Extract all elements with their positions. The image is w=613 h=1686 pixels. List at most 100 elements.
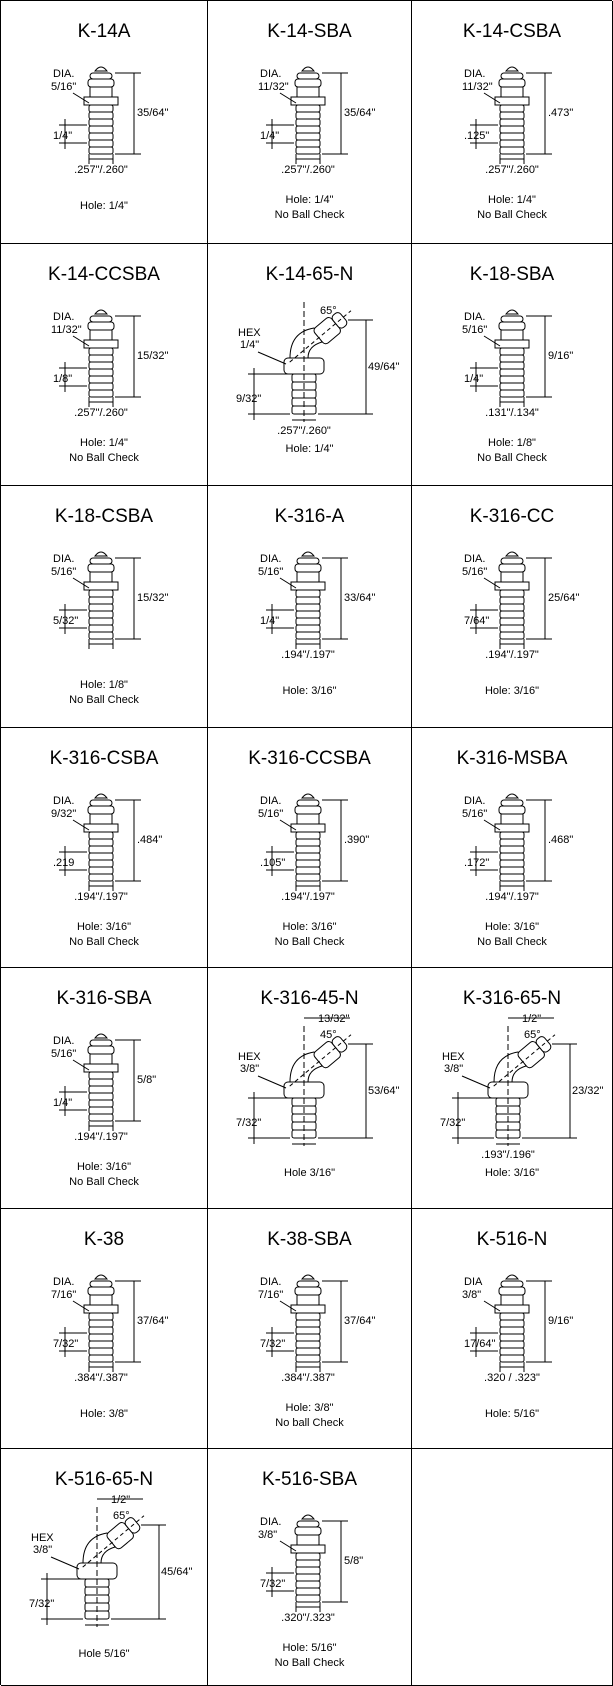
hole-size: Hole 3/16" xyxy=(284,1167,335,1179)
thread-length-label: 1/4" xyxy=(53,130,72,142)
part-number: K-316-MSBA xyxy=(456,748,568,769)
hole-caption: Hole: 1/4" xyxy=(1,199,207,214)
part-number: K-316-CSBA xyxy=(49,748,159,769)
dia-value-label: 3/8" xyxy=(462,1289,481,1301)
hole-caption: Hole: 3/8"No ball Check xyxy=(208,1401,411,1431)
part-number: K-516-N xyxy=(476,1229,548,1250)
thread-length-label: .125" xyxy=(464,130,489,142)
hole-caption: Hole: 1/4" xyxy=(208,442,411,457)
thread-size-label: .257"/.260" xyxy=(74,407,128,419)
hole-caption: Hole: 5/16" xyxy=(412,1407,612,1422)
part-number: K-38 xyxy=(83,1229,125,1250)
thread-length-label: .105" xyxy=(260,857,285,869)
fitting-cell xyxy=(412,1449,613,1686)
hole-caption: Hole: 3/16"No Ball Check xyxy=(208,920,411,950)
ball-check-note: No Ball Check xyxy=(69,1176,139,1188)
dia-value-label: 5/16" xyxy=(51,81,76,93)
dia-value-label: 11/32" xyxy=(462,81,493,93)
hole-size: Hole: 5/16" xyxy=(282,1642,337,1654)
fitting-drawing: 37/64"7/32"DIA.7/16".384"/.387" xyxy=(258,1274,376,1384)
top-offset-label: 13/32" xyxy=(318,1013,350,1025)
dia-label: DIA. xyxy=(53,311,74,323)
part-number: K-14-SBA xyxy=(267,21,352,42)
dia-value-label: 7/16" xyxy=(258,1289,283,1301)
thread-size-label: .193"/.196" xyxy=(481,1149,535,1161)
thread-size-label: .257"/.260" xyxy=(281,164,335,176)
hole-size: Hole: 1/4" xyxy=(488,194,536,206)
thread-size-label: .257"/.260" xyxy=(277,425,331,437)
dia-label: DIA xyxy=(464,1276,483,1288)
part-number: K-516-65-N xyxy=(54,1469,154,1490)
hex-value-label: 1/4" xyxy=(240,339,259,351)
dimension-diagram: 15/32"1/8"DIA.11/32".257"/.260" xyxy=(51,309,169,419)
hex-value-label: 3/8" xyxy=(444,1063,463,1075)
hex-value-label: 3/8" xyxy=(240,1063,259,1075)
dia-value-label: 11/32" xyxy=(51,324,82,336)
thread-size-label: .194"/.197" xyxy=(74,891,128,903)
dimension-diagram: 37/64"7/32"DIA.7/16".384"/.387" xyxy=(258,1274,376,1384)
hole-caption: Hole: 3/16" No Ball Check xyxy=(1,1160,207,1190)
height-dimension-label: .468" xyxy=(548,834,573,846)
part-number: K-18-CSBA xyxy=(54,506,154,527)
dimension-diagram: 15/32"5/32"DIA.5/16" xyxy=(51,551,169,649)
dia-label: DIA. xyxy=(53,553,74,565)
hole-size: Hole: 1/4" xyxy=(285,443,334,455)
height-dimension-label: 53/64" xyxy=(368,1085,400,1097)
part-number: K-316-CCSBA xyxy=(248,748,371,769)
ball-check-note: No Ball Check xyxy=(477,936,547,948)
hole-size: Hole: 1/4" xyxy=(80,437,128,449)
hole-size: Hole: 3/16" xyxy=(282,921,337,933)
hole-caption: Hole: 3/16"No Ball Check xyxy=(1,920,207,950)
thread-length-label: 1/4" xyxy=(260,130,279,142)
angle-label: 65° xyxy=(113,1510,130,1522)
ball-check-note: No Ball Check xyxy=(69,452,139,464)
hole-caption: Hole: 1/4" No Ball Check xyxy=(412,193,612,223)
hex-label: HEX xyxy=(238,327,261,339)
thread-length-label: 7/32" xyxy=(29,1598,54,1610)
height-dimension-label: 5/8" xyxy=(137,1074,156,1086)
hole-size: Hole: 1/4" xyxy=(285,194,334,206)
dia-label: DIA. xyxy=(464,553,485,565)
angle-label: 65° xyxy=(320,305,337,317)
fitting-drawing: 9/16"1/4"DIA.5/16".131"/.134" xyxy=(462,309,573,419)
thread-length-label: 7/32" xyxy=(260,1578,285,1590)
fitting-drawing: 35/64"1/4"DIA.5/16".257"/.260" xyxy=(51,66,169,176)
thread-size-label: .257"/.260" xyxy=(485,164,539,176)
dia-value-label: 9/32" xyxy=(51,808,76,820)
hole-size: Hole: 3/16" xyxy=(76,1161,132,1173)
thread-length-label: 1/4" xyxy=(53,1097,72,1109)
thread-size-label: .194"/.197" xyxy=(281,649,335,661)
ball-check-note: No Ball Check xyxy=(477,209,547,221)
hole-caption: Hole: 1/4" No Ball Check xyxy=(1,436,207,466)
hole-size: Hole: 1/8" xyxy=(80,679,128,691)
height-dimension-label: 5/8" xyxy=(344,1555,363,1567)
fitting-drawing: 15/32"1/8"DIA.11/32".257"/.260" xyxy=(51,309,169,419)
dimension-diagram: 35/64"1/4"DIA.5/16".257"/.260" xyxy=(51,66,169,176)
angle-label: 65° xyxy=(524,1029,541,1041)
hole-caption: Hole: 3/16" xyxy=(412,1166,612,1181)
hole-caption: Hole: 3/16"No Ball Check xyxy=(412,920,612,950)
thread-length-label: 7/32" xyxy=(260,1338,285,1350)
part-number: K-38-SBA xyxy=(267,1229,352,1250)
thread-size-label: .320 / .323" xyxy=(484,1372,540,1384)
fitting-cell: K-316-CCSBA .390".105"DIA.5/16".194"/.197… xyxy=(208,728,412,968)
fitting-drawing: .468".172"DIA.5/16".194"/.197" xyxy=(462,793,573,903)
dia-value-label: 5/16" xyxy=(462,808,487,820)
thread-length-label: .219 xyxy=(53,857,74,869)
height-dimension-label: 49/64" xyxy=(368,361,400,373)
height-dimension-label: 15/32" xyxy=(137,592,169,604)
dimension-diagram: 37/64"7/32"DIA.7/16".384"/.387" xyxy=(51,1274,169,1384)
dimension-diagram: .390".105"DIA.5/16".194"/.197" xyxy=(258,793,369,903)
